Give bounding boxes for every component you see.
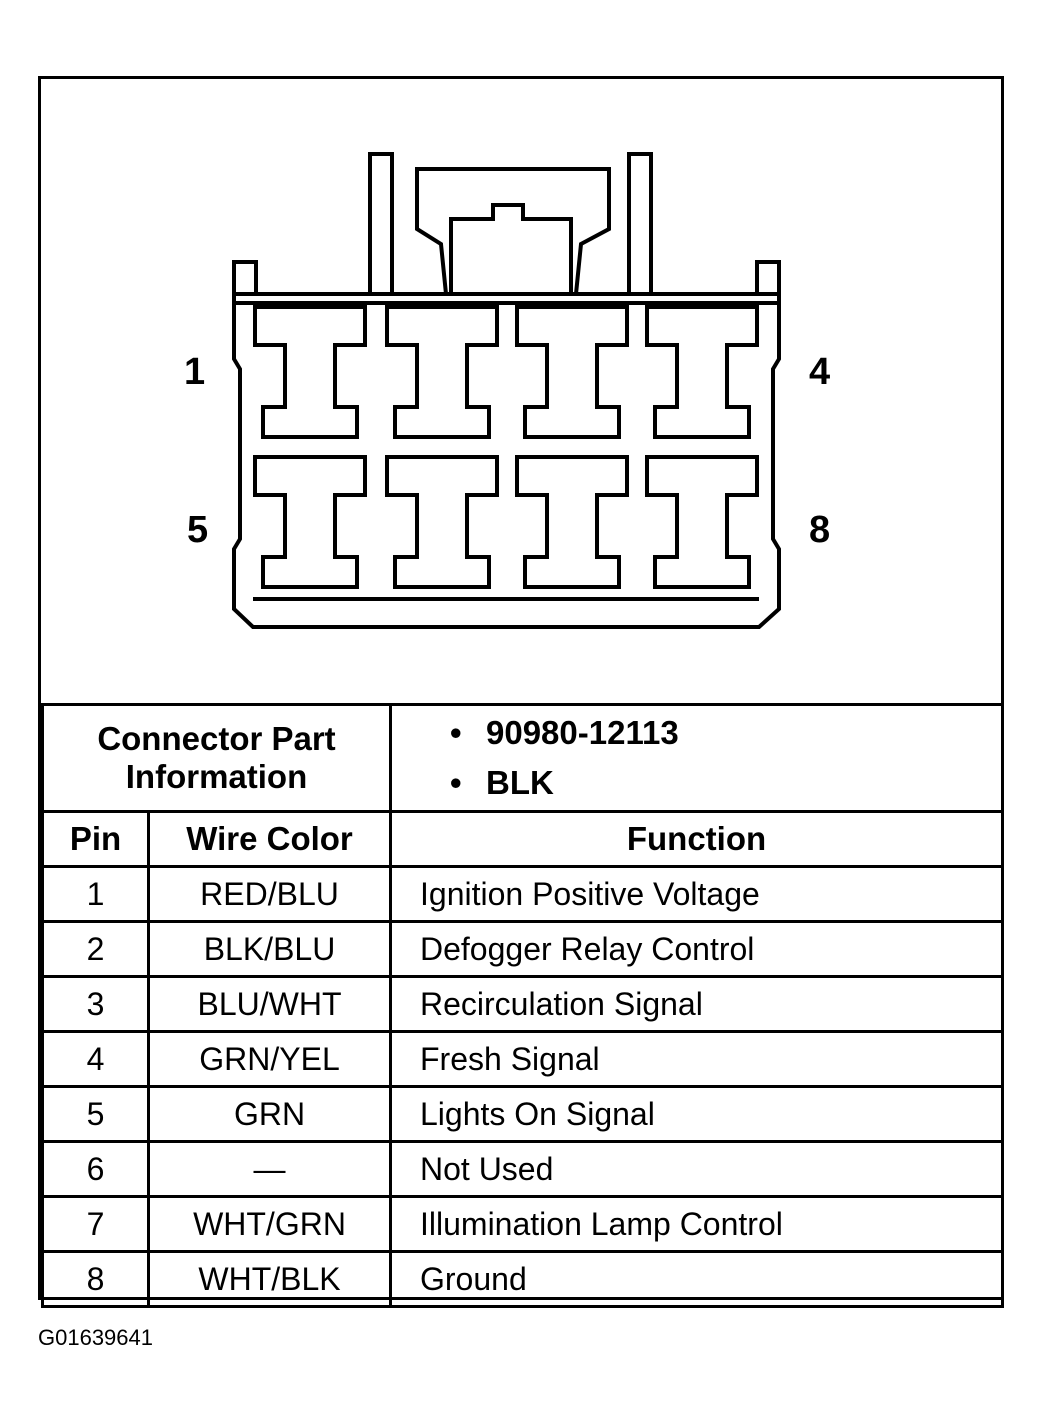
diagram-frame: 1 4 5 8 Connector Part Information •9098…: [38, 76, 1004, 1308]
connector-diagram: 1 4 5 8: [41, 79, 1001, 703]
terminal-cavity-5: [253, 455, 367, 589]
pin-label-1: 1: [184, 351, 206, 393]
pin-cell: 5: [41, 1085, 150, 1143]
terminal-cavity-7: [515, 455, 629, 589]
connector-table: Connector Part Information •90980-12113 …: [41, 703, 1004, 1308]
part-color-line: •BLK: [450, 764, 554, 801]
pin-cell: 1: [41, 865, 150, 923]
center-lock-inner: [449, 203, 573, 294]
header-function: Function: [389, 810, 1004, 868]
left-ear: [232, 260, 258, 296]
function-cell: Ignition Positive Voltage: [389, 865, 1004, 923]
right-ear: [755, 260, 781, 296]
table-row: 6—Not Used: [41, 1140, 1004, 1198]
right-latch-post: [627, 152, 653, 296]
terminal-cavity-6: [385, 455, 499, 589]
wire-color-cell: WHT/GRN: [147, 1195, 392, 1253]
part-color: BLK: [486, 764, 554, 801]
header-wire-color: Wire Color: [147, 810, 392, 868]
wire-color-cell: RED/BLU: [147, 865, 392, 923]
function-cell: Recirculation Signal: [389, 975, 1004, 1033]
pin-label-5: 5: [187, 509, 209, 551]
function-cell: Defogger Relay Control: [389, 920, 1004, 978]
wire-color-cell: BLU/WHT: [147, 975, 392, 1033]
wire-color-cell: GRN/YEL: [147, 1030, 392, 1088]
wire-color-cell: BLK/BLU: [147, 920, 392, 978]
function-cell: Not Used: [389, 1140, 1004, 1198]
pin-cell: 7: [41, 1195, 150, 1253]
connector-housing: [232, 292, 781, 629]
connector-part-info-label: Connector Part Information: [41, 703, 392, 813]
function-cell: Fresh Signal: [389, 1030, 1004, 1088]
figure-id: G01639641: [38, 1325, 153, 1350]
pin-label-8: 8: [809, 509, 831, 551]
terminal-cavity-3: [515, 305, 629, 439]
terminal-cavity-1: [253, 305, 367, 439]
pin-cell: 8: [41, 1250, 150, 1308]
part-number-line: •90980-12113: [450, 714, 679, 751]
left-latch-post: [368, 152, 394, 296]
terminal-cavity-4: [645, 305, 759, 439]
pin-label-4: 4: [809, 351, 831, 393]
connector-face-drawing: [232, 152, 781, 629]
connector-info-row: Connector Part Information •90980-12113 …: [41, 703, 1004, 813]
wire-color-cell: GRN: [147, 1085, 392, 1143]
wire-color-cell: WHT/BLK: [147, 1250, 392, 1308]
pin-cell: 4: [41, 1030, 150, 1088]
wire-color-cell: —: [147, 1140, 392, 1198]
function-cell: Lights On Signal: [389, 1085, 1004, 1143]
pin-cell: 6: [41, 1140, 150, 1198]
function-cell: Ground: [389, 1250, 1004, 1308]
terminal-cavity-2: [385, 305, 499, 439]
function-cell: Illumination Lamp Control: [389, 1195, 1004, 1253]
terminal-cavity-8: [645, 455, 759, 589]
pin-cell: 2: [41, 920, 150, 978]
header-pin: Pin: [41, 810, 150, 868]
pin-cell: 3: [41, 975, 150, 1033]
connector-part-values: •90980-12113 •BLK: [389, 703, 1004, 813]
part-number: 90980-12113: [486, 714, 679, 751]
center-lock-tab: [415, 167, 611, 296]
table-header-row: Pin Wire Color Function: [41, 810, 1004, 868]
